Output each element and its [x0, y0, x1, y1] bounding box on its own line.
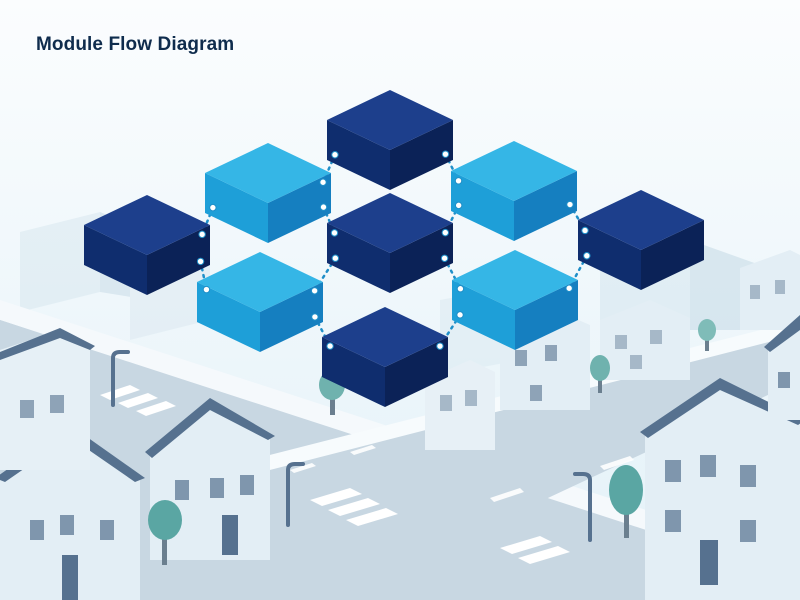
connector-endpoint — [331, 151, 339, 159]
house-center — [425, 360, 495, 450]
street-lamp-right — [573, 472, 592, 542]
house-far-right-edge — [764, 315, 800, 420]
connector-endpoint — [310, 287, 319, 295]
house-left-back — [0, 328, 95, 470]
connector-endpoint-layer — [196, 150, 591, 350]
module-block-m8[interactable] — [452, 250, 578, 350]
connector-endpoint — [436, 342, 444, 350]
house-right-far — [740, 250, 800, 330]
connector-endpoint — [319, 203, 328, 211]
connector-m1-m3 — [444, 152, 460, 183]
connector-endpoint — [202, 285, 211, 294]
module-left-face — [322, 337, 385, 407]
connector-endpoint — [441, 228, 450, 237]
connector-endpoint — [454, 201, 463, 210]
module-layer — [84, 90, 704, 407]
module-left-face — [197, 282, 260, 352]
connector-endpoint — [566, 200, 574, 209]
connector-m1-m2 — [321, 153, 337, 184]
module-right-face — [147, 225, 210, 295]
street-lamp-center — [286, 462, 305, 527]
module-block-m3[interactable] — [451, 141, 577, 241]
module-top-face — [452, 250, 578, 310]
module-top-face — [84, 195, 210, 255]
connector-endpoint — [319, 178, 327, 186]
connector-endpoint — [456, 311, 464, 319]
module-left-face — [327, 223, 390, 293]
module-top-face — [327, 90, 453, 150]
module-right-face — [641, 220, 704, 290]
connector-endpoint — [209, 203, 217, 212]
module-block-m9[interactable] — [322, 307, 448, 407]
module-left-face — [452, 280, 515, 350]
module-top-face — [327, 193, 453, 253]
module-left-face — [451, 171, 514, 241]
tree-mid-right — [590, 355, 610, 393]
module-block-m5[interactable] — [327, 193, 453, 293]
connector-endpoint — [565, 284, 573, 292]
module-block-m2[interactable] — [205, 143, 331, 243]
connector-endpoint — [331, 254, 340, 262]
connector-endpoint — [311, 313, 319, 321]
tree-right-front — [609, 465, 643, 538]
connector-m3-m5 — [444, 204, 460, 234]
module-block-m6[interactable] — [578, 190, 704, 290]
connector-endpoint — [330, 229, 339, 237]
connector-endpoint — [456, 285, 465, 293]
connector-endpoint — [196, 257, 205, 266]
house-right-mid — [600, 300, 690, 380]
module-right-face — [515, 280, 578, 350]
module-right-face — [390, 223, 453, 293]
module-block-m4[interactable] — [84, 195, 210, 295]
connector-m3-m6 — [568, 203, 587, 232]
connector-endpoint — [583, 252, 591, 260]
connector-endpoint — [581, 226, 589, 235]
module-right-face — [268, 173, 331, 243]
module-block-m1[interactable] — [327, 90, 453, 190]
connector-endpoint — [198, 230, 206, 239]
diagram-title: Module Flow Diagram — [36, 34, 235, 55]
street-lamp-left — [111, 350, 130, 407]
module-right-face — [260, 282, 323, 352]
module-top-face — [197, 252, 323, 312]
module-top-face — [578, 190, 704, 250]
module-right-face — [390, 120, 453, 190]
trees — [148, 319, 716, 565]
module-block-m7[interactable] — [197, 252, 323, 352]
connector-endpoint — [454, 177, 463, 185]
module-top-face — [322, 307, 448, 367]
tree-left — [148, 500, 182, 565]
module-top-face — [205, 143, 331, 203]
module-top-face — [451, 141, 577, 201]
house-right-front — [640, 378, 800, 600]
module-left-face — [327, 120, 390, 190]
connector-endpoint — [440, 254, 449, 262]
street-lamps — [111, 350, 592, 542]
module-right-face — [514, 171, 577, 241]
module-left-face — [205, 173, 268, 243]
connector-endpoint — [326, 342, 334, 350]
module-left-face — [84, 225, 147, 295]
module-right-face — [385, 337, 448, 407]
module-left-face — [578, 220, 641, 290]
connector-endpoint — [441, 150, 450, 158]
tree-far-right — [698, 319, 716, 351]
